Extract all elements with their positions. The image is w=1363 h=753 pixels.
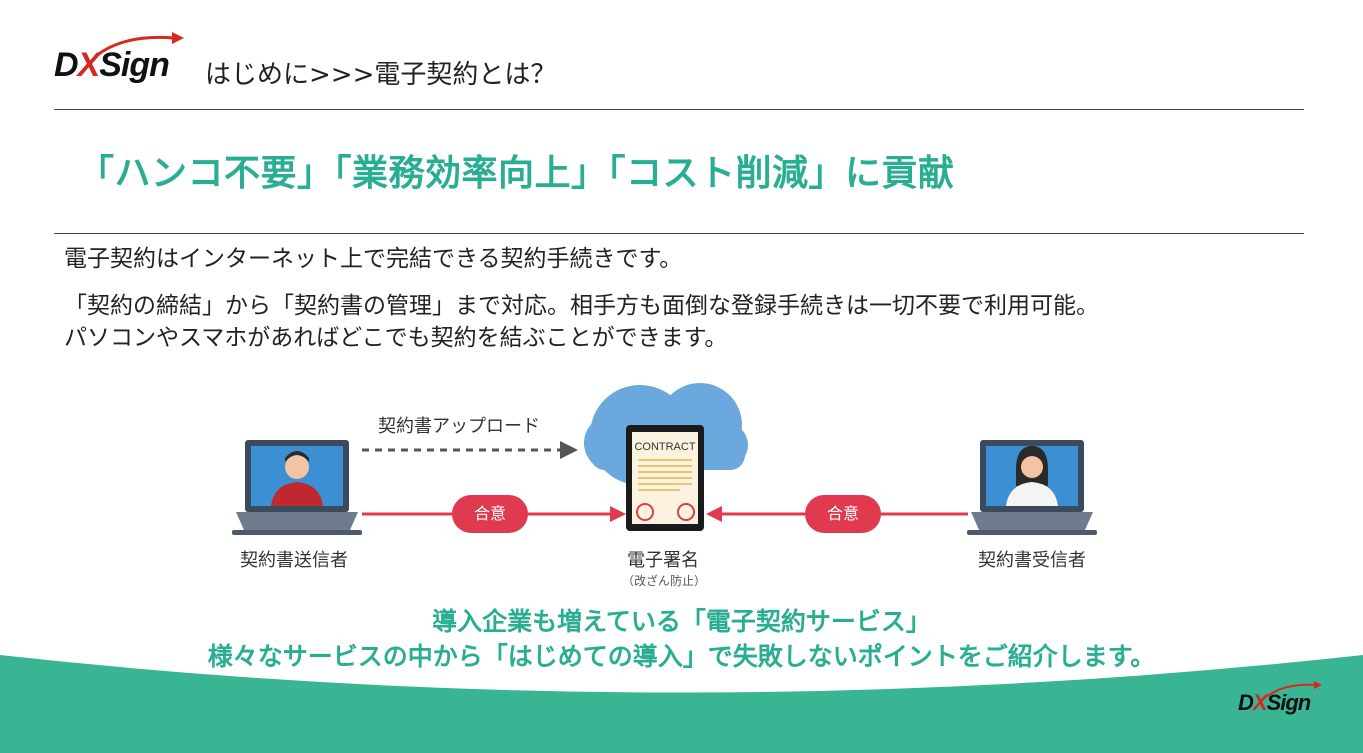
agree-pill-right: 合意 bbox=[805, 495, 881, 533]
intro-line-3: パソコンやスマホがあればどこでも契約を結ぶことができます。 bbox=[64, 325, 728, 351]
dxsign-logo: DXSign bbox=[54, 32, 184, 85]
logo-letter-x: X bbox=[77, 46, 101, 84]
intro-line-2: 「契約の締結」から「契約書の管理」まで対応。相手方も面倒な登録手続きは一切不要で… bbox=[64, 293, 1099, 319]
agree-pill-left: 合意 bbox=[452, 495, 528, 533]
dxsign-logo-footer: DXSign bbox=[1238, 681, 1322, 716]
footer-line-1: 導入企業も増えている「電子契約サービス」 bbox=[432, 607, 931, 636]
signature-sublabel: （改ざん防止） bbox=[622, 574, 707, 588]
header-divider bbox=[54, 109, 1304, 110]
agree-arrow-left-head-icon bbox=[610, 506, 626, 522]
intro-line-1: 電子契約はインターネット上で完結できる契約手続きです。 bbox=[64, 246, 683, 272]
sender-label: 契約書送信者 bbox=[240, 550, 348, 571]
logo-word-sign: Sign bbox=[99, 46, 170, 84]
receiver-label: 契約書受信者 bbox=[978, 550, 1086, 571]
footer-line-2: 様々なサービスの中から「はじめての導入」で失敗しないポイントをご紹介します。 bbox=[207, 642, 1156, 671]
sender-laptop-icon bbox=[232, 440, 362, 535]
footer-logo-letter-x: X bbox=[1252, 690, 1268, 715]
receiver-laptop-icon bbox=[967, 440, 1097, 535]
logo-arrow-icon bbox=[95, 32, 184, 58]
headline-divider bbox=[54, 233, 1304, 234]
footer-logo-letter-d: D bbox=[1238, 690, 1254, 715]
logo-letter-d: D bbox=[54, 46, 79, 84]
footer-logo-arrow-icon bbox=[1265, 681, 1322, 698]
contract-text: CONTRACT bbox=[634, 441, 695, 453]
headline: 「ハンコ不要」「業務効率向上」「コスト削減」に貢献 bbox=[78, 153, 955, 194]
agree-arrow-right-head-icon bbox=[706, 506, 722, 522]
upload-arrowhead-icon bbox=[560, 441, 578, 459]
signature-label: 電子署名 bbox=[627, 550, 699, 571]
contract-document-icon: CONTRACT bbox=[626, 425, 704, 531]
upload-label: 契約書アップロード bbox=[378, 416, 540, 437]
footer-logo-word-sign: Sign bbox=[1266, 690, 1312, 715]
page-title: はじめに>>>電子契約とは？ bbox=[205, 60, 557, 90]
bottom-wave bbox=[0, 655, 1363, 753]
